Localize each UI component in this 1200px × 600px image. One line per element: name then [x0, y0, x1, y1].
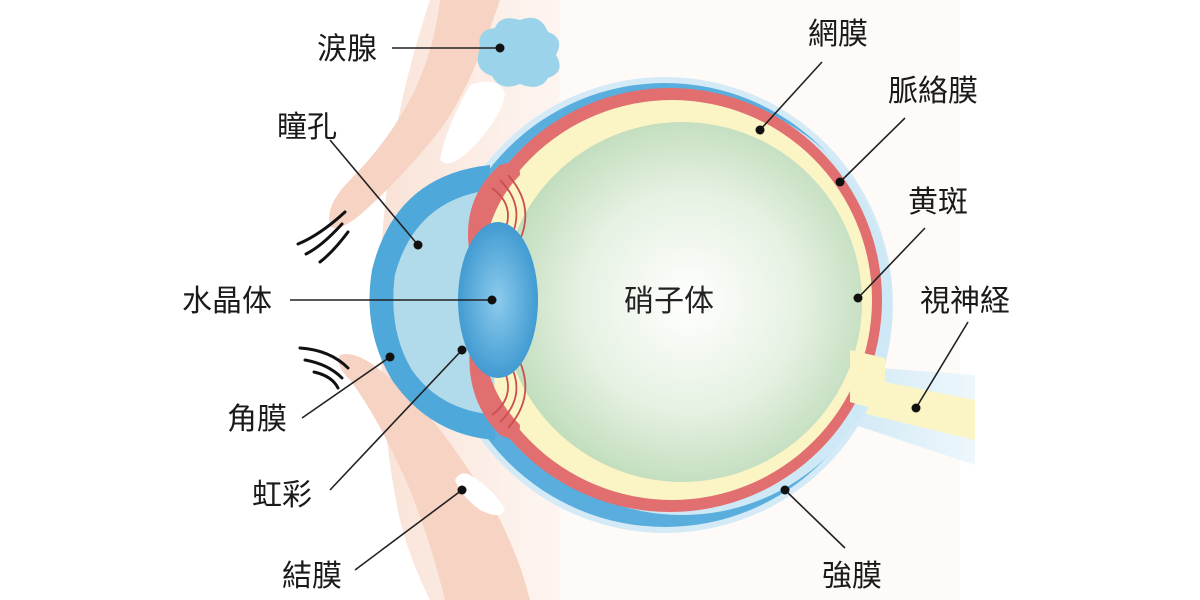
upper-eyelashes [296, 210, 350, 264]
leader-retina [755, 61, 823, 135]
leader-cornea [301, 352, 395, 419]
label-iris: 虹彩 [252, 478, 312, 513]
leader-pupil [329, 139, 423, 250]
upper-eyelid [329, 0, 505, 229]
leader-choroid [835, 117, 906, 187]
vitreous-body [502, 122, 862, 482]
label-sclera: 強膜 [822, 559, 882, 594]
lower-eyelashes [298, 346, 350, 390]
label-retina: 網膜 [808, 17, 868, 52]
lower-eyelid [338, 354, 530, 600]
label-macula: 黄斑 [908, 185, 968, 220]
label-cornea: 角膜 [227, 402, 287, 437]
leader-conjunctiva [354, 485, 467, 571]
leader-sclera [780, 485, 846, 549]
label-conjunctiva: 結膜 [282, 559, 342, 594]
lacrimal-gland [477, 17, 560, 87]
leader-optic-nerve [911, 321, 969, 413]
label-vitreous-body: 硝子体 [624, 284, 714, 319]
label-choroid: 脈絡膜 [888, 74, 978, 109]
leader-lens [290, 295, 497, 305]
label-lens: 水晶体 [182, 284, 272, 319]
lens [458, 222, 538, 378]
label-optic-nerve: 視神経 [920, 284, 1010, 319]
leader-macula [853, 227, 926, 303]
leader-lacrimal-gland [392, 43, 505, 53]
label-pupil: 瞳孔 [277, 110, 337, 145]
label-lacrimal-gland: 涙腺 [317, 32, 377, 67]
leader-iris [329, 345, 467, 491]
